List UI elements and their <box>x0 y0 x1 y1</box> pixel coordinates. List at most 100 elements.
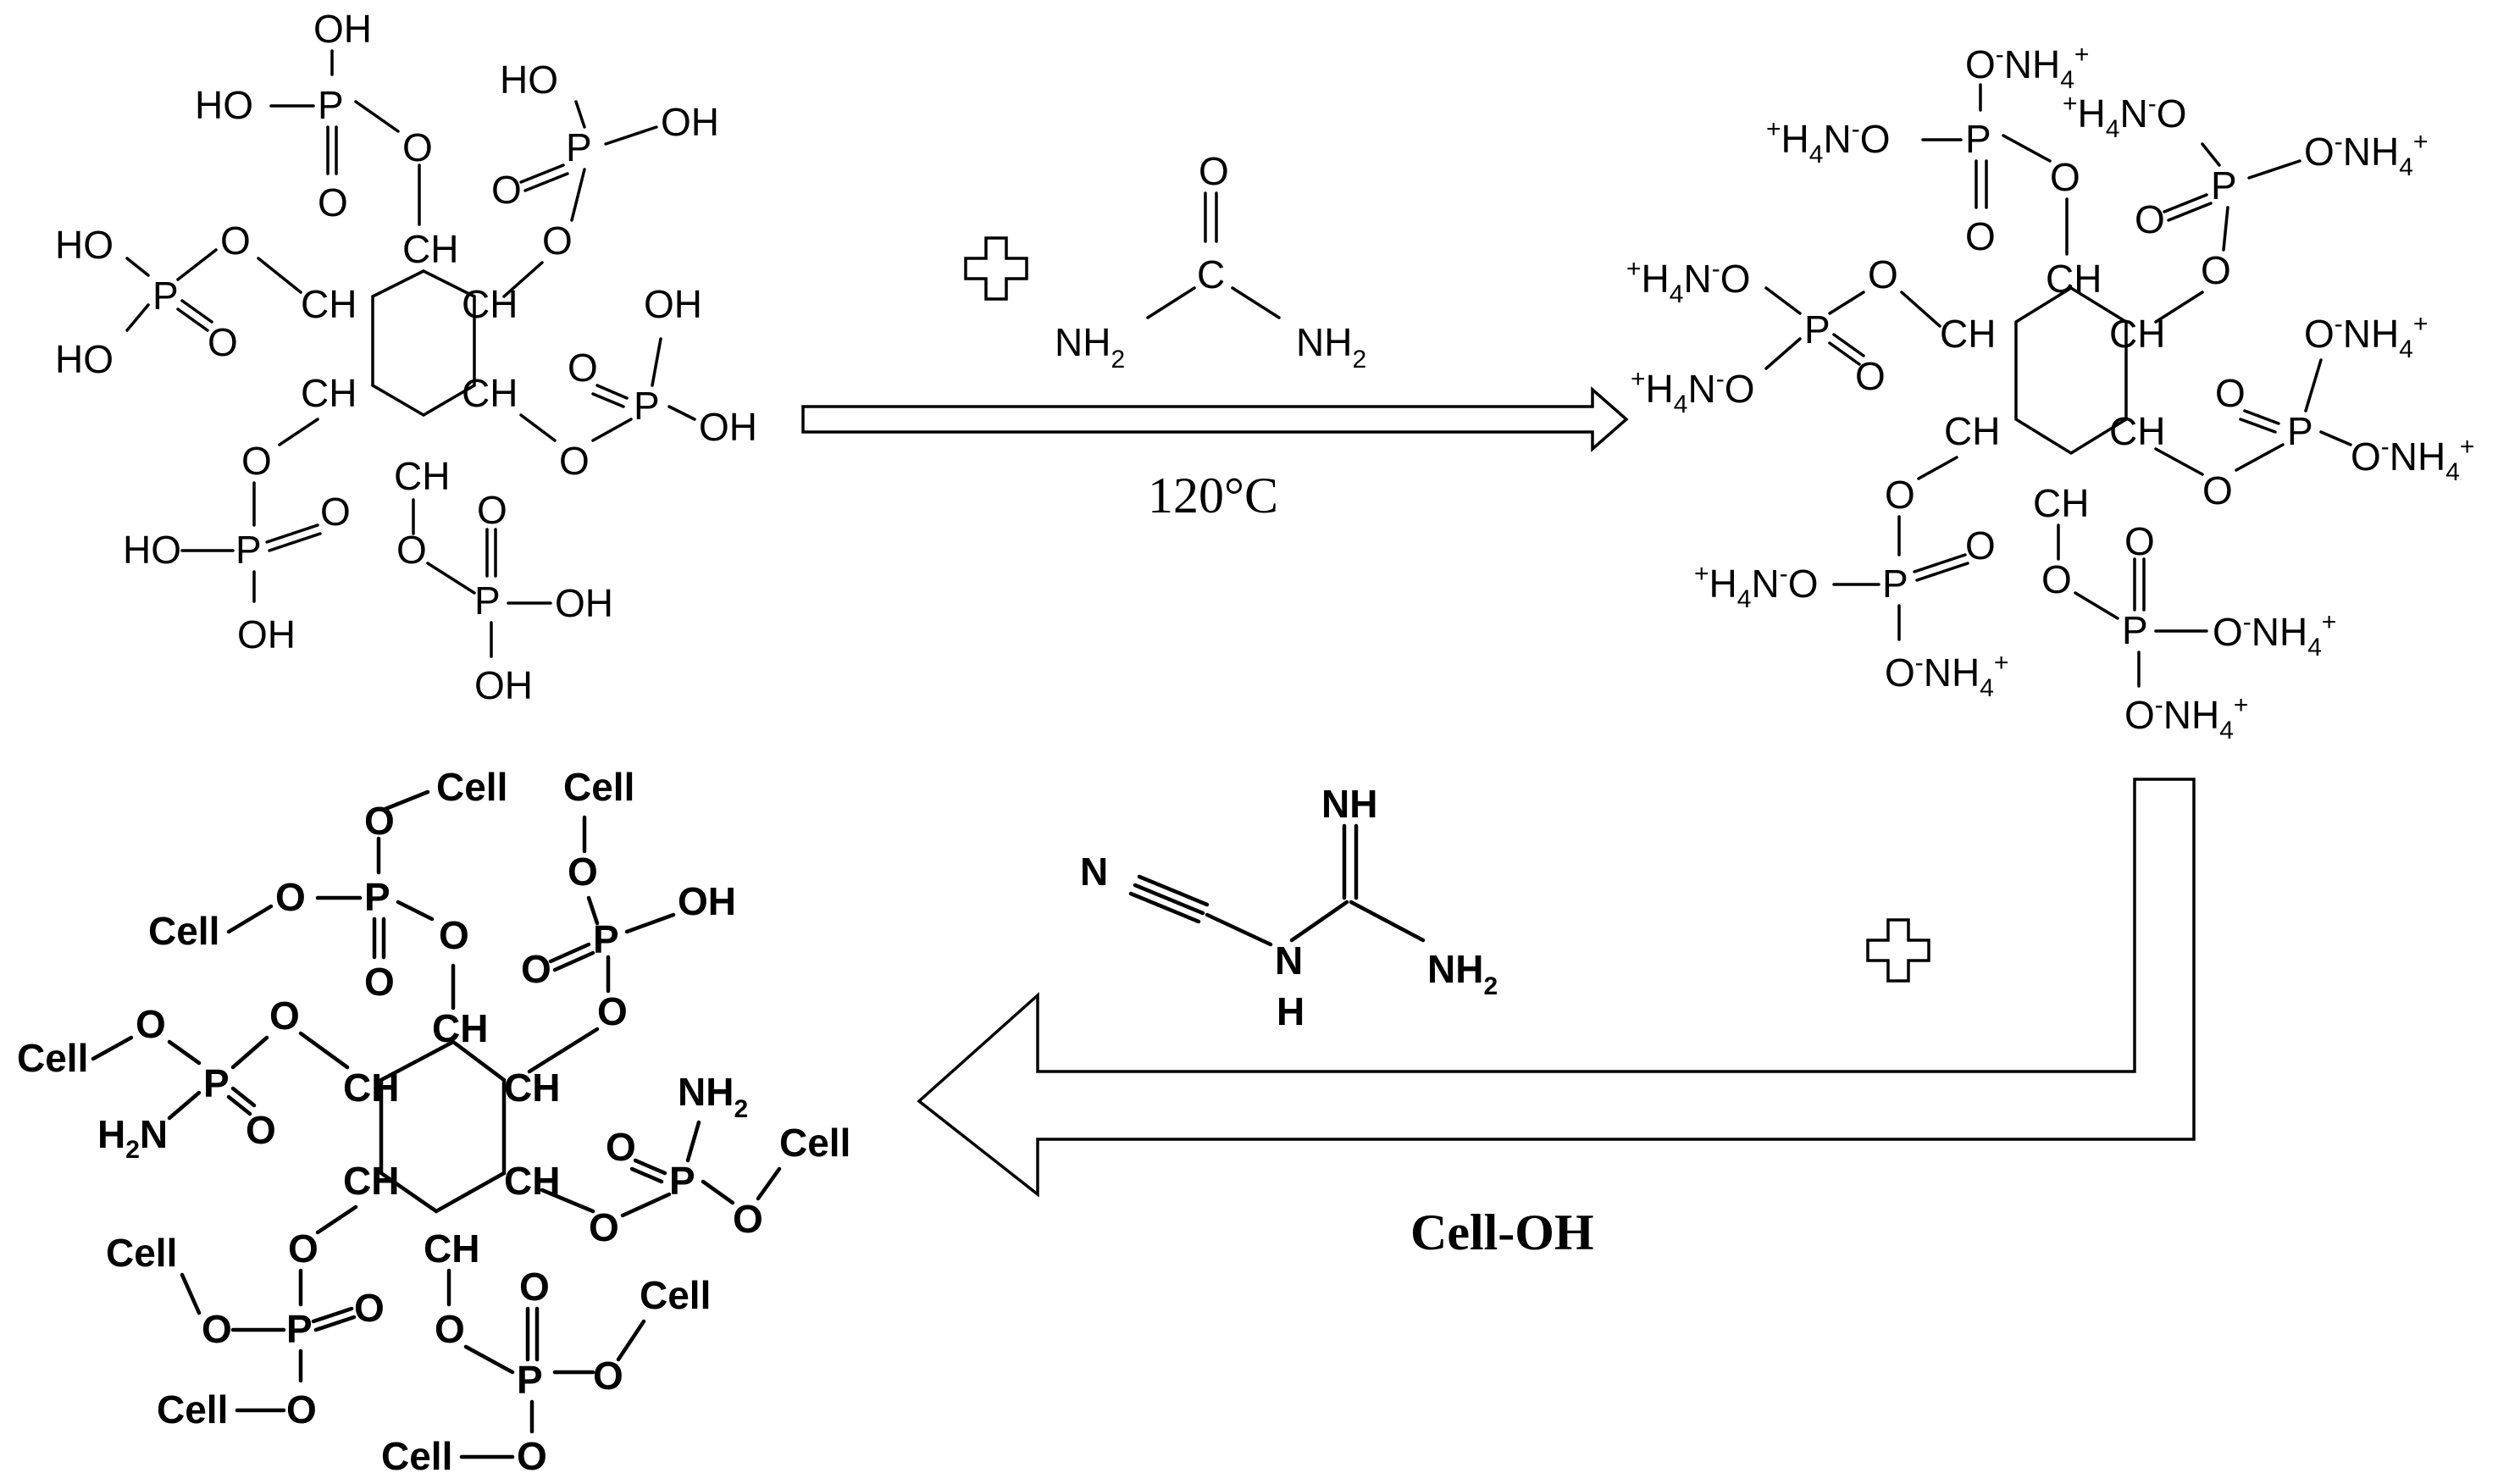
ring-ch-lr: CH <box>462 371 518 415</box>
h4n-o: +H4N-O <box>1626 255 1750 308</box>
h4n-o: +H4N-O <box>1766 115 1890 169</box>
p: P <box>318 83 344 127</box>
o: O <box>733 1197 763 1241</box>
o: O <box>246 1108 276 1152</box>
step2-arrow <box>917 778 2196 1198</box>
cell: Cell <box>436 765 507 809</box>
h4n-o: +H4N-O <box>1694 560 1818 613</box>
step2-condition: Cell-OH <box>1410 1204 1594 1260</box>
o: O <box>559 439 590 483</box>
p: P <box>2122 608 2148 652</box>
plus-icon <box>1866 918 1930 983</box>
o: O <box>517 1434 547 1478</box>
ho: HO <box>123 528 181 572</box>
phytic-acid-molecule: CH CH CH CH CH CH O P OH HO O O P HO OH … <box>55 7 757 707</box>
cell: Cell <box>640 1273 711 1317</box>
ring-ch: CH <box>2033 481 2089 525</box>
o-nh4: O-NH4+ <box>2213 608 2336 662</box>
o-nh4: O-NH4+ <box>2351 433 2474 486</box>
ho: HO <box>195 83 253 127</box>
urea-c: C <box>1197 252 1225 296</box>
o: O <box>2050 155 2080 199</box>
o: O <box>220 219 251 263</box>
oh: OH <box>555 581 613 625</box>
urea-nh2-right: NH2 <box>1296 320 1366 374</box>
cell: Cell <box>779 1121 850 1165</box>
ring-ch: CH <box>343 1159 399 1203</box>
o: O <box>354 1286 385 1330</box>
o: O <box>275 875 306 919</box>
ammonium-phytate-molecule: CH CH CH CH CH CH O P O-NH4+ +H4N-O O O … <box>1626 41 2474 745</box>
ring-ch: CH <box>504 1066 560 1110</box>
o: O <box>269 994 300 1038</box>
urea-nh2-left: NH2 <box>1055 320 1125 374</box>
dicy-n-nitrile: N <box>1080 850 1108 894</box>
o: O <box>2201 248 2231 292</box>
o: O <box>1885 473 1915 517</box>
cell: Cell <box>17 1036 88 1080</box>
ring-ch: CH <box>343 1066 399 1110</box>
p: P <box>634 384 660 428</box>
p: P <box>364 875 390 919</box>
ho: HO <box>55 223 114 267</box>
ring-ch: CH <box>2046 257 2102 301</box>
o: O <box>1965 523 1996 568</box>
step2-reagent: NH NH2 N H N <box>1080 782 1930 1033</box>
oh: OH <box>678 879 736 923</box>
o: O <box>597 989 628 1033</box>
o-nh4: O-NH4+ <box>1885 649 2008 702</box>
o: O <box>521 947 551 991</box>
o: O <box>241 439 272 483</box>
ring-ch: CH <box>1940 312 1996 356</box>
step1-condition: 120°C <box>1148 468 1278 523</box>
urea-o: O <box>1199 149 1229 193</box>
o: O <box>491 168 522 212</box>
p: P <box>286 1307 313 1351</box>
o: O <box>2215 371 2246 415</box>
h2n: H2N <box>97 1112 168 1164</box>
ring-ch: CH <box>432 1006 488 1050</box>
o: O <box>202 1307 232 1351</box>
p: P <box>566 125 592 169</box>
o: O <box>519 1265 550 1309</box>
ring-ch: CH <box>2109 409 2165 453</box>
ring-ch-ul: CH <box>301 282 357 326</box>
o-nh4: O-NH4+ <box>2304 128 2428 181</box>
ho: HO <box>55 337 114 381</box>
p: P <box>474 579 501 623</box>
o: O <box>568 850 598 894</box>
o-nh4: O-NH4+ <box>2124 691 2248 745</box>
o: O <box>320 490 351 534</box>
dicy-nh: NH <box>1321 782 1377 826</box>
o: O <box>606 1125 636 1169</box>
o: O <box>542 219 573 263</box>
cell: Cell <box>563 765 634 809</box>
o: O <box>286 1387 317 1431</box>
dicy-h: H <box>1277 989 1304 1033</box>
oh: OH <box>474 663 533 707</box>
p: P <box>517 1358 543 1402</box>
o: O <box>2124 519 2155 563</box>
p: P <box>152 274 179 318</box>
cell: Cell <box>106 1231 177 1275</box>
nh2: NH2 <box>678 1070 748 1123</box>
oh: OH <box>237 612 296 656</box>
o: O <box>364 960 395 1004</box>
o: O <box>568 346 598 390</box>
ring-ch-top: CH <box>402 227 458 271</box>
p: P <box>1965 117 1991 161</box>
h4n-o: +H4N-O <box>1631 365 1754 418</box>
o: O <box>589 1205 619 1249</box>
cell: Cell <box>157 1387 228 1431</box>
o: O <box>1855 354 1886 398</box>
p: P <box>235 528 262 572</box>
o: O <box>435 1307 465 1351</box>
step1-arrow <box>801 386 1629 452</box>
o: O <box>1965 214 1996 258</box>
o: O <box>2135 197 2165 241</box>
o: O <box>288 1227 318 1271</box>
cell: Cell <box>148 909 219 953</box>
oh: OH <box>313 7 372 51</box>
p: P <box>2287 409 2313 453</box>
